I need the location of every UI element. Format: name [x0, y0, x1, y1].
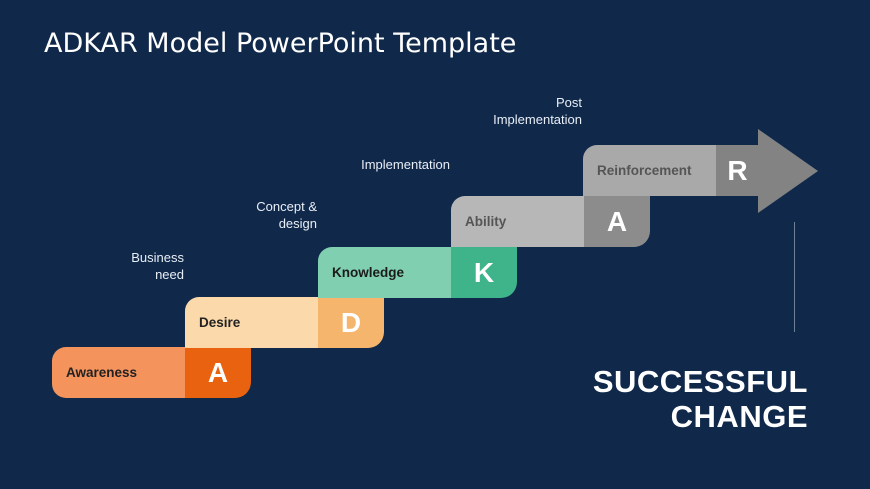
note-concept-design: Concept & design	[256, 199, 317, 231]
step-reinforcement-label: Reinforcement	[583, 145, 716, 196]
step-ability: Ability A	[451, 196, 650, 247]
vertical-divider	[794, 222, 795, 332]
step-reinforcement: Reinforcement R	[583, 145, 759, 196]
step-knowledge-label: Knowledge	[318, 247, 451, 298]
note-business-need: Business need	[131, 250, 184, 282]
step-ability-label: Ability	[451, 196, 584, 247]
step-ability-letter: A	[584, 196, 650, 247]
step-desire: Desire D	[185, 297, 384, 348]
step-awareness-letter: A	[185, 347, 251, 398]
step-reinforcement-letter: R	[716, 145, 759, 196]
note-post-implementation: Post Implementation	[493, 95, 582, 127]
outcome-text: SUCCESSFUL CHANGE	[592, 364, 808, 434]
step-desire-label: Desire	[185, 297, 318, 348]
step-knowledge: Knowledge K	[318, 247, 517, 298]
note-implementation: Implementation	[361, 157, 450, 172]
step-awareness-label: Awareness	[52, 347, 185, 398]
step-awareness: Awareness A	[52, 347, 251, 398]
slide-title: ADKAR Model PowerPoint Template	[44, 28, 517, 59]
step-knowledge-letter: K	[451, 247, 517, 298]
step-desire-letter: D	[318, 297, 384, 348]
